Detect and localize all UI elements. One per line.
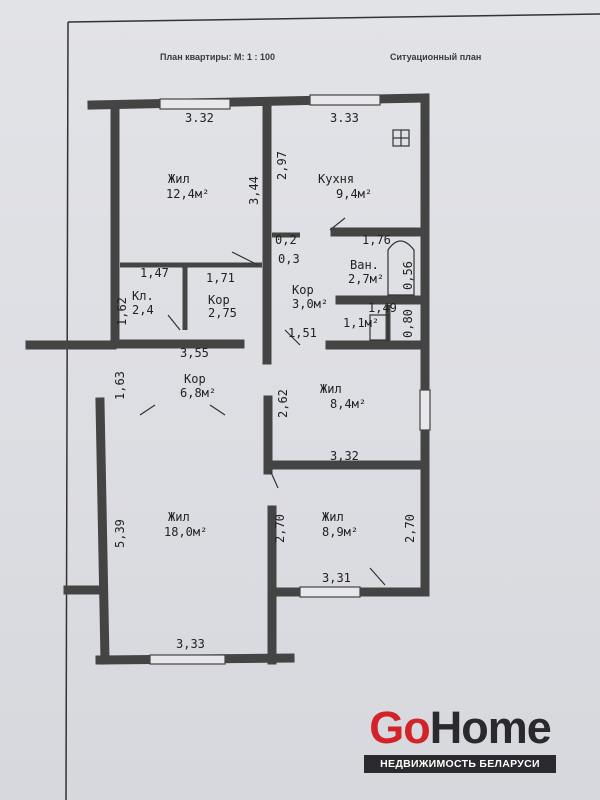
dim-corr-mid-w: 1,51	[288, 326, 317, 340]
logo-tagline: НЕДВИЖИМОСТЬ БЕЛАРУСИ	[364, 755, 556, 773]
room-area-bedroom-small: 8,9м²	[322, 525, 358, 539]
room-name-bedroom-small: Жил	[322, 510, 344, 524]
dim-corr-main-h: 1,63	[113, 371, 127, 400]
dim-bedroom-mid-w: 3,32	[330, 449, 359, 463]
room-name-living-big: Жил	[168, 510, 190, 524]
dim-top-left: 3.32	[185, 111, 214, 125]
dim-bath-w: 1,76	[362, 233, 391, 247]
room-name-bedroom-mid: Жил	[320, 382, 342, 396]
dim-toilet-w: 1,49	[368, 301, 397, 315]
room-area-closet: 2,4	[132, 303, 154, 317]
dim-kitchen-h: 2,97	[275, 151, 289, 180]
dimension-labels: 3.32 3.33 3,44 2,97 0,2 0,3 1,76 0,56 1,…	[113, 111, 417, 651]
dim-bedroom-small-w: 3,31	[322, 571, 351, 585]
dim-bedroom-small-h: 2,70	[403, 514, 417, 543]
plan-title: План квартиры: М: 1 : 100	[160, 52, 276, 62]
room-area-bedroom-mid: 8,4м²	[330, 397, 366, 411]
dim-living-inner-h: 2,70	[273, 514, 287, 543]
room-name-bathroom: Ван.	[350, 258, 379, 272]
gohome-logo: GoHome НЕДВИЖИМОСТЬ БЕЛАРУСИ	[364, 705, 556, 773]
room-area-bathroom: 2,7м²	[348, 272, 384, 286]
room-name-corridor-small: Кор	[208, 293, 230, 307]
dim-living-w: 3,33	[176, 637, 205, 651]
dim-closet-w: 1,47	[140, 266, 169, 280]
room-area-corridor-mid: 3,0м²	[292, 297, 328, 311]
situation-plan-title: Ситуационный план	[390, 52, 482, 62]
room-area-toilet: 1,1м²	[343, 316, 379, 330]
room-area-living-big: 18,0м²	[164, 525, 207, 539]
dim-niche-b: 0,3	[278, 252, 300, 266]
dim-bath-h: 0,56	[401, 261, 415, 290]
dim-bedroom-mid-h: 2,62	[276, 389, 290, 418]
room-name-corridor-main: Кор	[184, 372, 206, 386]
dim-corr-main-w: 3,55	[180, 346, 209, 360]
fixtures	[369, 129, 415, 341]
walls	[25, 93, 430, 665]
room-area-corridor-main: 6,8м²	[180, 386, 216, 400]
room-area-corridor-small: 2,75	[208, 306, 237, 320]
windows	[149, 94, 431, 665]
dim-niche-a: 0,2	[275, 233, 297, 247]
room-labels: Жил 12,4м² Кухня 9,4м² Ван. 2,7м² Кл. 2,…	[132, 172, 384, 539]
dim-toilet-h: 0,80	[401, 309, 415, 338]
room-name-kitchen: Кухня	[318, 172, 354, 186]
dim-closet-h: 1,62	[115, 297, 129, 326]
dim-bedroom-h: 3,44	[247, 176, 261, 205]
page-frame	[65, 13, 600, 800]
logo-home: Home	[429, 702, 552, 753]
dim-corr-w: 1,71	[206, 271, 235, 285]
room-area-bedroom-top: 12,4м²	[166, 187, 209, 201]
door-swings	[139, 217, 386, 586]
room-name-corridor-mid: Кор	[292, 283, 314, 297]
room-name-bedroom-top: Жил	[168, 172, 190, 186]
dim-living-h: 5,39	[113, 519, 127, 548]
room-area-kitchen: 9,4м²	[336, 187, 372, 201]
logo-go: Go	[369, 702, 430, 753]
room-name-closet: Кл.	[132, 289, 154, 303]
dim-top-right: 3.33	[330, 111, 359, 125]
